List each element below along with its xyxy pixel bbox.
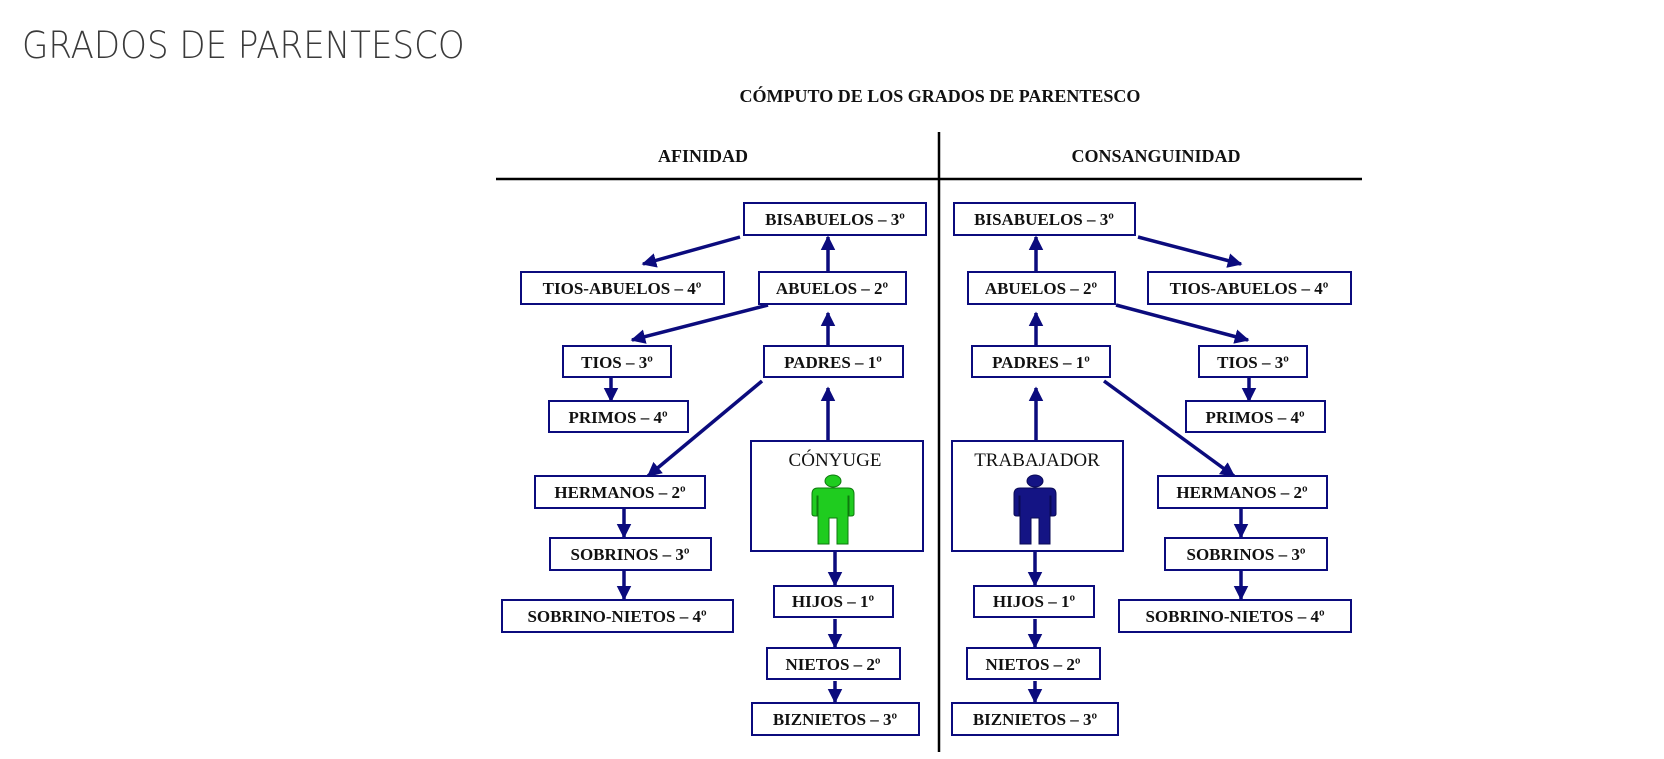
label-con-hermanos: HERMANOS – 2º (1176, 483, 1308, 502)
label-aff-hijos: HIJOS – 1º (792, 592, 875, 611)
label-con-sobrinos: SOBRINOS – 3º (1187, 545, 1306, 564)
box-aff-hermanos (534, 475, 706, 509)
label-con-primos: PRIMOS – 4º (1205, 408, 1305, 427)
person-icon (1013, 474, 1057, 545)
label-con-tios: TIOS – 3º (1217, 353, 1289, 372)
label-aff-hermanos: HERMANOS – 2º (554, 483, 686, 502)
arrow-aff-abuelos-to-tios (630, 303, 769, 344)
label-aff-tios: TIOS – 3º (581, 353, 653, 372)
label-aff-biznietos: BIZNIETOS – 3º (773, 710, 898, 729)
box-aff-tios-abuelos (520, 271, 725, 305)
box-con-sobrino-nietos (1118, 599, 1352, 633)
arrow-con-padres-to-hermanos (1102, 379, 1236, 478)
box-aff-biznietos (751, 702, 920, 736)
label-con-tios-abuelos: TIOS-ABUELOS – 4º (1170, 279, 1329, 298)
box-con-hermanos (1157, 475, 1328, 509)
label-con-abuelos: ABUELOS – 2º (985, 279, 1098, 298)
box-aff-hijos (773, 585, 894, 618)
arrow-aff-bisabuelos-to-tiosabuelos (641, 235, 741, 268)
box-aff-sobrino-nietos (501, 599, 734, 633)
person-icon (811, 474, 855, 545)
box-aff-sobrinos (549, 537, 712, 571)
arrow-aff-padres-to-hermanos (646, 379, 764, 478)
label-con-nietos: NIETOS – 2º (985, 655, 1080, 674)
slide-title: GRADOS DE PARENTESCO (22, 24, 465, 67)
box-aff-bisabuelos (743, 202, 927, 236)
label-aff-abuelos: ABUELOS – 2º (776, 279, 889, 298)
label-aff-conyuge: CÓNYUGE (789, 449, 882, 471)
box-con-biznietos (951, 702, 1119, 736)
box-con-primos (1185, 400, 1326, 433)
label-con-bisabuelos: BISABUELOS – 3º (974, 210, 1114, 229)
label-aff-padres: PADRES – 1º (784, 353, 882, 372)
arrow-con-bisabuelos-to-tiosabuelos (1137, 235, 1243, 268)
box-aff-tios (562, 345, 672, 378)
label-aff-tios-abuelos: TIOS-ABUELOS – 4º (543, 279, 702, 298)
box-con-padres (971, 345, 1111, 378)
box-con-bisabuelos (953, 202, 1136, 236)
label-con-trabajador: TRABAJADOR (974, 450, 1100, 471)
label-aff-primos: PRIMOS – 4º (568, 408, 668, 427)
label-con-sobrino-nietos: SOBRINO-NIETOS – 4º (1145, 607, 1325, 626)
box-con-tios-abuelos (1147, 271, 1352, 305)
box-aff-primos (548, 400, 689, 433)
box-con-sobrinos (1164, 537, 1328, 571)
header-consanguinity: CONSANGUINIDAD (1071, 146, 1240, 166)
box-con-tios (1198, 345, 1308, 378)
header-affinity: AFINIDAD (658, 146, 748, 166)
box-con-hijos (973, 585, 1095, 618)
label-con-hijos: HIJOS – 1º (993, 592, 1076, 611)
label-con-biznietos: BIZNIETOS – 3º (973, 710, 1098, 729)
box-con-abuelos (967, 271, 1116, 305)
box-aff-abuelos (758, 271, 907, 305)
box-con-nietos (966, 647, 1101, 680)
arrow-con-abuelos-to-tios (1115, 303, 1250, 344)
label-aff-sobrino-nietos: SOBRINO-NIETOS – 4º (527, 607, 707, 626)
label-aff-sobrinos: SOBRINOS – 3º (571, 545, 690, 564)
label-aff-bisabuelos: BISABUELOS – 3º (765, 210, 905, 229)
box-aff-padres (763, 345, 904, 378)
box-aff-nietos (766, 647, 901, 680)
label-aff-nietos: NIETOS – 2º (785, 655, 880, 674)
diagram-title: CÓMPUTO DE LOS GRADOS DE PARENTESCO (740, 85, 1141, 106)
label-con-padres: PADRES – 1º (992, 353, 1090, 372)
